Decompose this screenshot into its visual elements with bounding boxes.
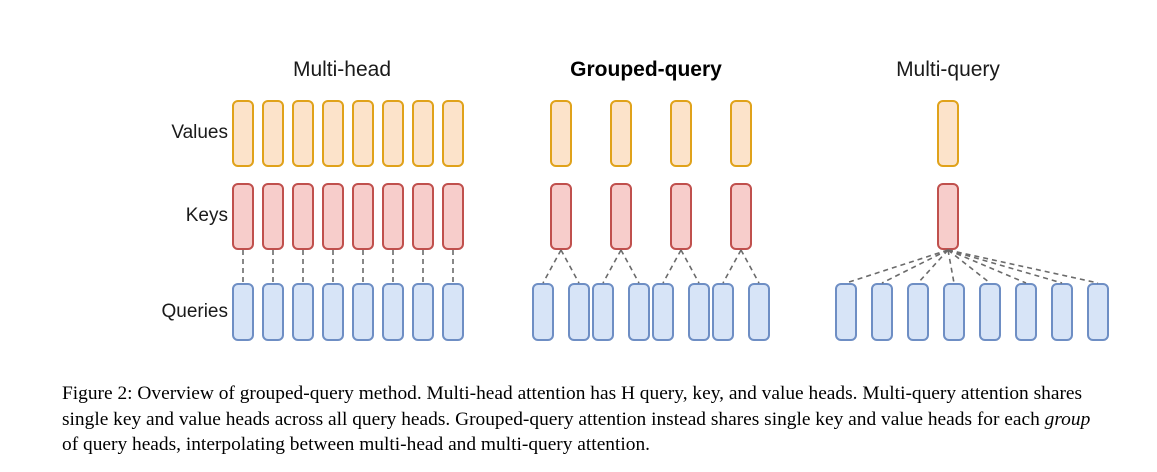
- caption-prefix: Figure 2: Overview of grouped-query meth…: [62, 383, 1083, 430]
- row-label-keys: Keys: [185, 205, 228, 226]
- head-box-multi-head-keys-0: [232, 183, 254, 250]
- head-box-multi-head-keys-6: [412, 183, 434, 250]
- head-box-multi-query-queries-7: [1087, 283, 1109, 341]
- head-box-multi-head-keys-5: [382, 183, 404, 250]
- head-box-multi-head-queries-1: [262, 283, 284, 341]
- head-box-grouped-query-keys-2: [670, 183, 692, 250]
- connector-grouped-query-7: [740, 249, 760, 284]
- figure-caption: Figure 2: Overview of grouped-query meth…: [62, 381, 1098, 458]
- head-box-multi-query-keys-0: [937, 183, 959, 250]
- head-box-multi-query-queries-5: [1015, 283, 1037, 341]
- head-box-multi-head-queries-2: [292, 283, 314, 341]
- head-box-grouped-query-keys-1: [610, 183, 632, 250]
- head-box-multi-head-queries-7: [442, 283, 464, 341]
- head-box-multi-head-values-0: [232, 100, 254, 167]
- connector-grouped-query-4: [662, 249, 682, 284]
- head-box-grouped-query-values-2: [670, 100, 692, 167]
- head-box-grouped-query-queries-2: [592, 283, 614, 341]
- head-box-multi-head-values-5: [382, 100, 404, 167]
- caption-italic-word: group: [1044, 408, 1091, 430]
- head-box-multi-head-keys-7: [442, 183, 464, 250]
- connector-multi-query-4: [947, 249, 991, 284]
- head-box-multi-head-values-4: [352, 100, 374, 167]
- connector-multi-query-7: [947, 249, 1099, 284]
- head-box-multi-head-keys-3: [322, 183, 344, 250]
- connector-multi-query-0: [845, 249, 949, 284]
- head-box-grouped-query-queries-6: [712, 283, 734, 341]
- head-box-grouped-query-values-1: [610, 100, 632, 167]
- connector-grouped-query-0: [542, 249, 562, 284]
- connector-multi-query-6: [947, 249, 1063, 284]
- column-title-multi-query: Multi-query: [896, 58, 1000, 81]
- head-box-multi-query-queries-2: [907, 283, 929, 341]
- column-title-multi-head: Multi-head: [292, 58, 392, 81]
- column-title-grouped-query: Grouped-query: [570, 58, 722, 81]
- connector-grouped-query-2: [602, 249, 622, 284]
- row-label-values: Values: [171, 122, 228, 143]
- connector-grouped-query-6: [722, 249, 742, 284]
- head-box-multi-head-keys-2: [292, 183, 314, 250]
- connector-multi-query-2: [917, 249, 949, 284]
- head-box-grouped-query-queries-7: [748, 283, 770, 341]
- head-box-multi-query-queries-4: [979, 283, 1001, 341]
- connector-multi-query-3: [947, 249, 955, 284]
- head-box-multi-head-keys-1: [262, 183, 284, 250]
- head-box-multi-head-values-6: [412, 100, 434, 167]
- head-box-multi-head-keys-4: [352, 183, 374, 250]
- head-box-multi-head-queries-3: [322, 283, 344, 341]
- head-box-multi-head-values-3: [322, 100, 344, 167]
- head-box-multi-query-queries-3: [943, 283, 965, 341]
- connector-grouped-query-3: [620, 249, 640, 284]
- head-box-multi-head-queries-6: [412, 283, 434, 341]
- head-box-multi-query-queries-1: [871, 283, 893, 341]
- connector-grouped-query-5: [680, 249, 700, 284]
- head-box-multi-query-queries-0: [835, 283, 857, 341]
- connector-multi-query-1: [881, 249, 949, 284]
- connector-multi-query-5: [947, 249, 1027, 284]
- head-box-grouped-query-values-0: [550, 100, 572, 167]
- connector-grouped-query-1: [560, 249, 580, 284]
- head-box-multi-head-values-1: [262, 100, 284, 167]
- head-box-multi-head-values-2: [292, 100, 314, 167]
- head-box-multi-head-queries-5: [382, 283, 404, 341]
- head-box-grouped-query-queries-5: [688, 283, 710, 341]
- head-box-grouped-query-queries-0: [532, 283, 554, 341]
- caption-suffix: of query heads, interpolating between mu…: [62, 434, 651, 456]
- head-box-multi-head-values-7: [442, 100, 464, 167]
- head-box-multi-query-values-0: [937, 100, 959, 167]
- row-label-queries: Queries: [161, 301, 228, 322]
- head-box-grouped-query-queries-3: [628, 283, 650, 341]
- head-box-multi-head-queries-4: [352, 283, 374, 341]
- head-box-multi-head-queries-0: [232, 283, 254, 341]
- head-box-multi-query-queries-6: [1051, 283, 1073, 341]
- head-box-grouped-query-keys-0: [550, 183, 572, 250]
- head-box-grouped-query-queries-4: [652, 283, 674, 341]
- head-box-grouped-query-queries-1: [568, 283, 590, 341]
- head-box-grouped-query-values-3: [730, 100, 752, 167]
- figure-canvas: Multi-head Grouped-query Multi-query Val…: [161, 58, 1109, 341]
- head-box-grouped-query-keys-3: [730, 183, 752, 250]
